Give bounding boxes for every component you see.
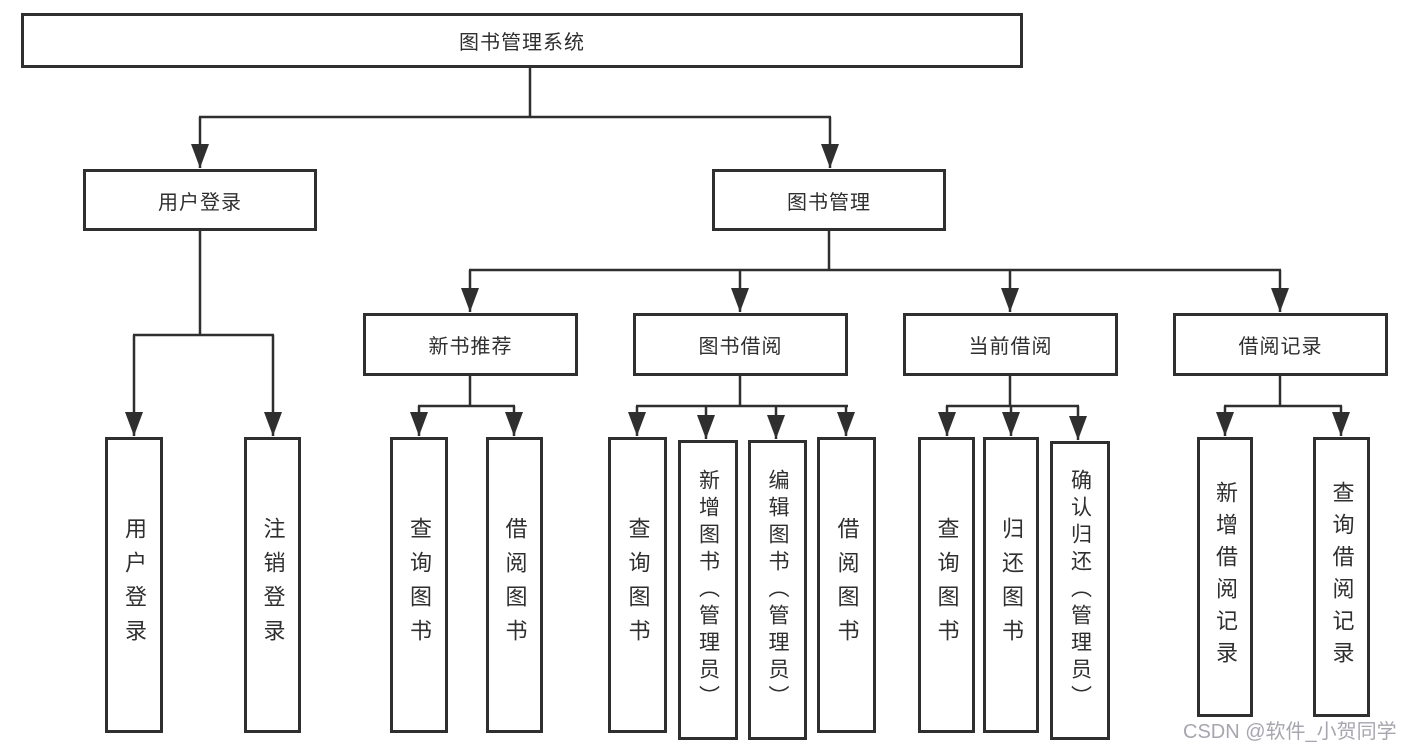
leaf-query-books-recommend: 查询图书 bbox=[390, 437, 448, 733]
leaf-label: 查询图书 bbox=[625, 517, 651, 653]
node-label: 图书管理系统 bbox=[459, 32, 585, 54]
node-label: 借阅记录 bbox=[1238, 336, 1323, 358]
leaf-borrow-books-recommend: 借阅图书 bbox=[486, 437, 543, 733]
leaf-label: 借阅图书 bbox=[834, 517, 860, 653]
node-new-book-recommend: 新书推荐 bbox=[363, 313, 578, 376]
node-borrow-records: 借阅记录 bbox=[1173, 313, 1388, 376]
node-system-root: 图书管理系统 bbox=[21, 13, 1023, 68]
leaf-confirm-return-admin: 确认归还（管理员） bbox=[1050, 441, 1110, 740]
leaf-edit-books-admin: 编辑图书（管理员） bbox=[748, 440, 807, 740]
leaf-query-borrow-record: 查询借阅记录 bbox=[1313, 437, 1370, 717]
leaf-user-login: 用户登录 bbox=[105, 437, 163, 733]
leaf-borrow-books: 借阅图书 bbox=[817, 437, 876, 733]
leaf-label: 归还图书 bbox=[999, 517, 1024, 653]
leaf-label: 注销登录 bbox=[260, 517, 286, 653]
leaf-return-books: 归还图书 bbox=[983, 437, 1039, 733]
node-book-management-module: 图书管理 bbox=[712, 169, 946, 231]
leaf-label: 用户登录 bbox=[122, 517, 147, 653]
csdn-watermark: CSDN @软件_小贺同学 bbox=[1183, 721, 1397, 743]
node-label: 用户登录 bbox=[158, 191, 242, 214]
node-label: 图书借阅 bbox=[698, 336, 783, 358]
leaf-label: 新增借阅记录 bbox=[1213, 481, 1238, 673]
leaf-query-books-current: 查询图书 bbox=[918, 437, 975, 733]
leaf-add-borrow-record: 新增借阅记录 bbox=[1197, 437, 1253, 717]
leaf-label: 借阅图书 bbox=[502, 517, 528, 653]
leaf-label: 编辑图书（管理员） bbox=[766, 468, 789, 712]
node-label: 图书管理 bbox=[787, 191, 871, 214]
node-label: 当前借阅 bbox=[968, 336, 1053, 358]
leaf-label: 查询图书 bbox=[934, 517, 960, 653]
leaf-query-books-borrow: 查询图书 bbox=[608, 437, 667, 733]
leaf-label: 确认归还（管理员） bbox=[1068, 469, 1092, 712]
leaf-label: 新增图书（管理员） bbox=[696, 468, 720, 712]
node-user-login-module: 用户登录 bbox=[83, 169, 317, 231]
node-label: 新书推荐 bbox=[428, 336, 513, 358]
leaf-logout: 注销登录 bbox=[244, 437, 301, 733]
node-current-borrow: 当前借阅 bbox=[903, 313, 1118, 376]
leaf-label: 查询图书 bbox=[407, 517, 432, 653]
node-book-borrow: 图书借阅 bbox=[633, 313, 848, 376]
leaf-label: 查询借阅记录 bbox=[1329, 481, 1355, 673]
leaf-add-books-admin: 新增图书（管理员） bbox=[678, 440, 738, 740]
